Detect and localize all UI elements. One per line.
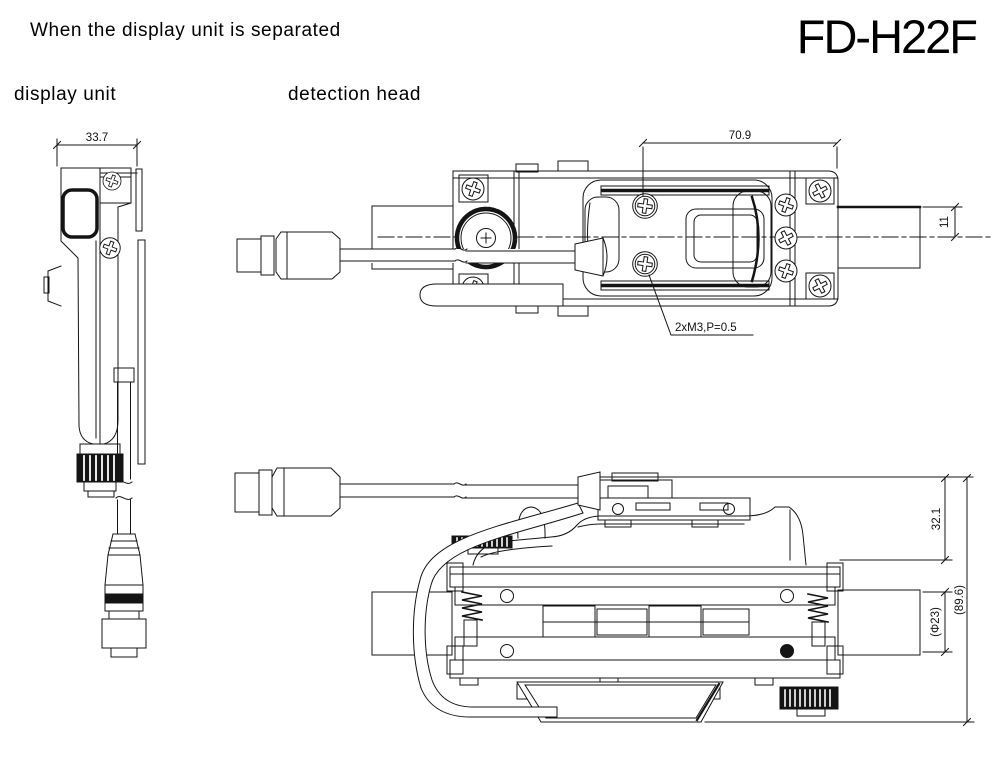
spring-icon [461,591,483,621]
spring-icon [807,593,829,623]
rubber-boot-outline [61,188,99,239]
cable-boot [577,471,601,511]
screw-icon [774,259,798,283]
screw-icon [774,193,798,217]
m3-screw-icon [632,251,658,277]
connector-ring [258,469,273,516]
clamp-bracket [582,179,773,297]
screw-icon [102,171,122,191]
screw-icon [808,274,832,298]
model-number-title: FD-H22F [796,10,978,63]
connector-barrel [275,231,341,280]
dimension-label-32-1: 32.1 [931,508,943,530]
pipe-right [837,589,921,656]
m3-screw-icon [632,193,658,219]
dimension-pipe-offset: 11 [922,202,963,242]
connector-ring [260,235,275,276]
connector-barrel [271,467,341,517]
connector-tip [234,472,260,513]
cable-break-icon [453,482,467,499]
pipe-left [371,591,453,656]
detection-head-top-view: 70.9 11 2xM3,P=0.5 [236,130,994,336]
cable-fitting [113,367,135,383]
rear-plate-lower [137,239,146,465]
screw-note-label: 2xM3,P=0.5 [675,322,737,334]
screw-icon [99,237,121,259]
dimension-label-33-7: 33.7 [86,132,108,144]
detection-head-label: detection head [288,84,422,105]
head-cable-loop-top [419,283,564,307]
screw-note-callout: 2xM3,P=0.5 [648,274,754,336]
cable-boot [574,237,608,277]
dimension-head-upper-height: 32.1 [839,473,953,565]
display-unit-body [43,167,146,465]
display-unit-side-view: 33.7 [43,132,147,658]
screw-icon [461,177,485,201]
rear-plate-upper [135,168,143,232]
dimension-display-unit-width: 33.7 [52,132,142,167]
dimension-label-70-9: 70.9 [729,130,751,142]
clamp-rail-assembly [446,562,844,679]
bottom-mount-assembly [459,677,839,723]
display-unit-label: display unit [14,84,117,105]
display-unit-cable [115,381,133,534]
screw-icon [774,226,798,250]
dimension-pipe-diameter: (Φ23) [922,587,953,657]
bottom-thumbwheel [779,686,839,717]
mount-clip [47,265,62,307]
screw-icon [808,179,832,203]
dimension-head-overall-height: (89.6) [704,473,975,727]
head-cable-loop [412,502,584,718]
dimension-label-11: 11 [939,216,951,228]
dimension-label-89-6: (89.6) [954,585,966,615]
detection-head-side-view: 32.1 (Φ23) (89.6) [234,467,975,727]
cable-break-icon [454,247,468,263]
cable-break-icon [115,480,133,500]
connector-tip [236,238,262,273]
head-cable-top [236,231,608,280]
display-unit-bottom-connector [76,443,124,498]
head-cover [472,506,807,566]
display-unit-cable-plug [101,533,147,658]
dimension-label-phi23: (Φ23) [930,607,942,637]
page-note: When the display unit is separated [30,20,341,41]
dimension-head-length: 70.9 [638,130,842,197]
head-cable-side [234,467,601,517]
